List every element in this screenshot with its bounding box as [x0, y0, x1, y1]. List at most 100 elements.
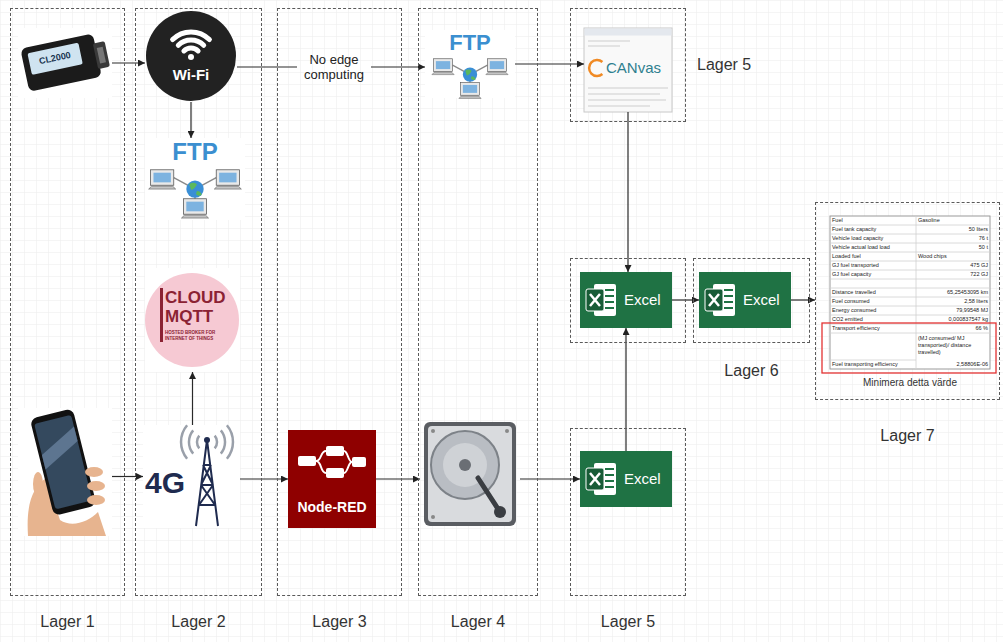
table-grid [830, 216, 990, 369]
wifi-node: Wi-Fi [145, 10, 237, 102]
excel-icon [580, 451, 672, 507]
disk-plate [428, 426, 512, 522]
logger-case [20, 33, 102, 91]
layer-label: Lager 1 [0, 613, 154, 631]
title-bar [585, 29, 672, 36]
window [584, 28, 672, 112]
flow-arrow [627, 112, 628, 272]
arm-pivot [494, 506, 506, 518]
node-text: FTP [145, 138, 245, 166]
table-cell: 2,58 liters [918, 297, 988, 306]
logger-sticker [27, 43, 82, 75]
tower [196, 440, 218, 526]
table-cell: 79,99548 MJ [918, 306, 988, 315]
table-cell: GJ fuel capacity [832, 270, 914, 279]
ftp-network [149, 170, 242, 218]
layer-label: Lager 2 [106, 613, 291, 631]
table-cell: Wood chips [918, 252, 988, 261]
screw [431, 515, 435, 519]
excel-icon [699, 272, 791, 328]
table-cell: 2,58806E-06 [918, 360, 988, 369]
excel-node: Excel [580, 451, 672, 507]
table-cell: 76 t [918, 234, 988, 243]
node-red-node: Node-RED [288, 430, 376, 528]
icon-ground [18, 28, 112, 98]
phone-screen [34, 415, 92, 510]
table-cell: 722 GJ [918, 270, 988, 279]
node-text: Wi-Fi [145, 66, 237, 84]
flow-arrow [192, 372, 193, 425]
flow-node [298, 456, 316, 466]
layer-box: CANvasLager 5 [570, 8, 686, 122]
icon-ground [143, 425, 240, 528]
screw [505, 429, 509, 433]
table-cell: Gasoline [918, 216, 988, 225]
layer-label: Lager 5 [541, 613, 715, 631]
layer-label: Lager 7 [786, 427, 1003, 445]
layer-label: Lager 5 [697, 56, 751, 74]
finger [87, 495, 105, 505]
spindle [459, 459, 471, 471]
logger-pins [97, 47, 106, 64]
table-cell: 475 GJ [918, 261, 988, 270]
finger [85, 467, 103, 477]
table-cell: 50 liters [918, 225, 988, 234]
flow-node [352, 457, 366, 467]
node-text: HOSTED BROKER FOR INTERNET OF THINGS [165, 330, 235, 341]
flow-arrow [237, 66, 297, 67]
merge-box: Excel [570, 258, 686, 343]
table-cell: 0,000837547 kg [918, 315, 988, 324]
layer-column: No edge computingNode-REDLager 3 [277, 8, 402, 596]
phone-case [30, 408, 97, 516]
table-cell: Vehicle actual load load [832, 243, 914, 252]
finger [87, 481, 105, 491]
icon-ground [145, 138, 245, 220]
table-cell: 50 t [918, 243, 988, 252]
table-cell: Vehicle load capacity [832, 234, 914, 243]
signal-waves [181, 425, 233, 458]
excel-node: Excel [580, 272, 672, 328]
wifi-disc [146, 11, 236, 101]
layer-box: ExcelLager 5 [570, 428, 686, 596]
icon-ground [18, 408, 112, 536]
node-text: Excel [743, 291, 787, 309]
table-cell: Fuel consumed [832, 297, 914, 306]
hard-disk-icon [424, 422, 516, 526]
node-text: CANvas [606, 59, 668, 77]
connectors [112, 63, 815, 479]
ftp-node: FTP [145, 138, 245, 220]
table-cell: (MJ consumed/ MJ transported)/ distance … [918, 335, 988, 356]
flow-arrow [625, 328, 626, 451]
node-text: CLOUD MQTT [165, 288, 235, 326]
table-frame [830, 216, 990, 369]
mqtt-icon [145, 268, 240, 372]
layer-column: Wi-FiFTP CLOUD MQTT HOSTED BROKER FOR INTE… [135, 8, 262, 596]
table-cell: 66 % [918, 324, 988, 333]
wifi-icon [146, 11, 236, 101]
table-cell: Fuel tank capacity [832, 225, 914, 234]
canvas-logo-ring [589, 60, 602, 76]
phone-icon [18, 408, 112, 536]
excel-icon [580, 272, 672, 328]
hard-disk [420, 418, 520, 530]
excel-node: Excel [699, 272, 791, 328]
table-cell: Energy consumed [832, 306, 914, 315]
flow-arrow [791, 299, 815, 300]
screw [431, 429, 435, 433]
table-cell: CO2 emitted [832, 315, 914, 324]
layer-label: Lager 6 [664, 362, 839, 380]
flow-arrow [371, 66, 425, 67]
wifi-dot [188, 54, 194, 60]
flow-arrow [240, 478, 288, 479]
flow-arrow [112, 476, 143, 477]
node-text: Node-RED [288, 498, 376, 516]
mqtt-bar [160, 288, 163, 342]
tower-top [204, 437, 210, 443]
table-cell: Transport efficiency [832, 324, 914, 333]
can-logger-icon [18, 28, 112, 98]
node-red-ground [288, 430, 376, 528]
flow-node [326, 468, 344, 478]
table-cell: GJ fuel transported [832, 261, 914, 270]
